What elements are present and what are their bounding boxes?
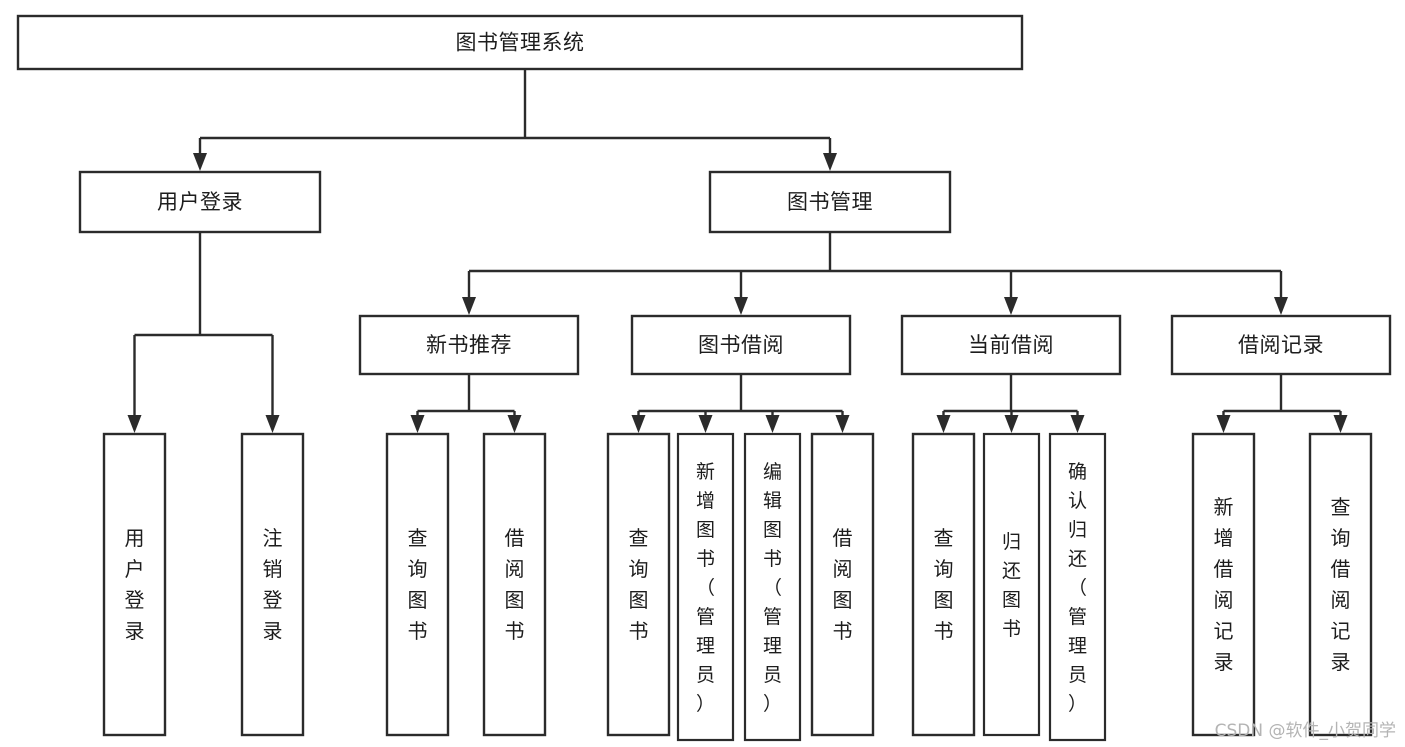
arrow-head-icon bbox=[1004, 415, 1019, 433]
node-label-book-borrow: 图书借阅 bbox=[698, 333, 784, 357]
node-label-leaf-query-borrow-record: 查询借阅记录 bbox=[1331, 495, 1351, 674]
node-label-leaf-borrow-book: 借阅图书 bbox=[833, 526, 853, 643]
node-box-current-borrow[interactable] bbox=[900, 314, 1122, 376]
node-root[interactable]: 图书管理系统 bbox=[16, 14, 1024, 71]
arrow-head-icon bbox=[765, 415, 780, 433]
node-label-leaf-query-book-recommend: 查询图书 bbox=[408, 526, 428, 643]
node-box-leaf-add-book-admin[interactable] bbox=[676, 432, 735, 742]
arrow-head-icon bbox=[1333, 415, 1348, 433]
arrow-head-icon bbox=[193, 153, 207, 171]
arrow-head-icon bbox=[823, 153, 837, 171]
node-borrow-record[interactable]: 借阅记录 bbox=[1170, 314, 1392, 376]
node-box-leaf-return-book[interactable] bbox=[982, 432, 1041, 737]
node-box-root[interactable] bbox=[16, 14, 1024, 71]
arrow-head-icon bbox=[1004, 297, 1018, 315]
node-box-leaf-borrow-book[interactable] bbox=[810, 432, 875, 737]
node-leaf-confirm-return-admin[interactable]: 确认归还（管理员） bbox=[1048, 432, 1107, 742]
node-label-leaf-query-book-current: 查询图书 bbox=[934, 526, 954, 643]
arrow-head-icon bbox=[410, 415, 425, 433]
node-box-book-manage[interactable] bbox=[708, 170, 952, 234]
node-leaf-edit-book-admin[interactable]: 编辑图书（管理员） bbox=[743, 432, 802, 742]
node-label-leaf-confirm-return-admin: 确认归还（管理员） bbox=[1068, 461, 1087, 715]
arrow-head-icon bbox=[936, 415, 951, 433]
arrow-head-icon bbox=[1070, 415, 1085, 433]
node-leaf-user-login[interactable]: 用户登录 bbox=[102, 432, 167, 737]
node-box-leaf-query-book-recommend[interactable] bbox=[385, 432, 450, 737]
node-label-root: 图书管理系统 bbox=[456, 31, 585, 55]
node-book-manage[interactable]: 图书管理 bbox=[708, 170, 952, 234]
node-user-login[interactable]: 用户登录 bbox=[78, 170, 322, 234]
node-leaf-add-borrow-record[interactable]: 新增借阅记录 bbox=[1191, 432, 1256, 737]
node-leaf-add-book-admin[interactable]: 新增图书（管理员） bbox=[676, 432, 735, 742]
node-layer: 图书管理系统用户登录图书管理新书推荐图书借阅当前借阅借阅记录用户登录注销登录查询… bbox=[16, 14, 1392, 742]
node-box-leaf-edit-book-admin[interactable] bbox=[743, 432, 802, 742]
node-current-borrow[interactable]: 当前借阅 bbox=[900, 314, 1122, 376]
arrow-head-icon bbox=[462, 297, 476, 315]
node-label-leaf-add-borrow-record: 新增借阅记录 bbox=[1214, 495, 1234, 674]
node-leaf-query-borrow-record[interactable]: 查询借阅记录 bbox=[1308, 432, 1373, 737]
node-label-leaf-add-book-admin: 新增图书（管理员） bbox=[696, 461, 715, 715]
arrow-head-icon bbox=[835, 415, 850, 433]
node-leaf-query-book-current[interactable]: 查询图书 bbox=[911, 432, 976, 737]
node-label-new-book-recommend: 新书推荐 bbox=[426, 333, 512, 357]
arrow-head-icon bbox=[507, 415, 522, 433]
arrow-head-icon bbox=[127, 415, 142, 433]
node-box-leaf-query-book-current[interactable] bbox=[911, 432, 976, 737]
node-box-user-login[interactable] bbox=[78, 170, 322, 234]
node-leaf-borrow-book[interactable]: 借阅图书 bbox=[810, 432, 875, 737]
node-label-leaf-user-login: 用户登录 bbox=[125, 526, 145, 643]
node-leaf-borrow-book-recommend[interactable]: 借阅图书 bbox=[482, 432, 547, 737]
node-box-leaf-confirm-return-admin[interactable] bbox=[1048, 432, 1107, 742]
node-box-leaf-user-login[interactable] bbox=[102, 432, 167, 737]
node-label-book-manage: 图书管理 bbox=[787, 190, 873, 214]
node-leaf-logout[interactable]: 注销登录 bbox=[240, 432, 305, 737]
arrow-head-icon bbox=[1216, 415, 1231, 433]
node-box-leaf-borrow-book-recommend[interactable] bbox=[482, 432, 547, 737]
node-label-borrow-record: 借阅记录 bbox=[1238, 333, 1324, 357]
arrow-head-icon bbox=[1274, 297, 1288, 315]
arrow-head-icon bbox=[734, 297, 748, 315]
node-label-leaf-query-book-borrow: 查询图书 bbox=[629, 526, 649, 643]
node-label-leaf-return-book: 归还图书 bbox=[1002, 531, 1021, 640]
node-label-leaf-borrow-book-recommend: 借阅图书 bbox=[505, 526, 525, 643]
node-label-user-login: 用户登录 bbox=[157, 190, 243, 214]
node-label-leaf-edit-book-admin: 编辑图书（管理员） bbox=[763, 461, 782, 715]
watermark-label: CSDN @软件_小贺同学 bbox=[1215, 721, 1396, 741]
node-box-new-book-recommend[interactable] bbox=[358, 314, 580, 376]
node-label-leaf-logout: 注销登录 bbox=[263, 526, 283, 643]
node-leaf-query-book-borrow[interactable]: 查询图书 bbox=[606, 432, 671, 737]
node-box-leaf-logout[interactable] bbox=[240, 432, 305, 737]
node-box-leaf-add-borrow-record[interactable] bbox=[1191, 432, 1256, 737]
node-label-current-borrow: 当前借阅 bbox=[968, 333, 1054, 357]
arrow-head-icon bbox=[265, 415, 280, 433]
node-leaf-query-book-recommend[interactable]: 查询图书 bbox=[385, 432, 450, 737]
arrow-head-icon bbox=[631, 415, 646, 433]
connector-layer bbox=[127, 69, 1348, 433]
node-box-book-borrow[interactable] bbox=[630, 314, 852, 376]
node-leaf-return-book[interactable]: 归还图书 bbox=[982, 432, 1041, 737]
node-book-borrow[interactable]: 图书借阅 bbox=[630, 314, 852, 376]
arrow-head-icon bbox=[698, 415, 713, 433]
node-box-borrow-record[interactable] bbox=[1170, 314, 1392, 376]
node-box-leaf-query-book-borrow[interactable] bbox=[606, 432, 671, 737]
node-box-leaf-query-borrow-record[interactable] bbox=[1308, 432, 1373, 737]
node-new-book-recommend[interactable]: 新书推荐 bbox=[358, 314, 580, 376]
